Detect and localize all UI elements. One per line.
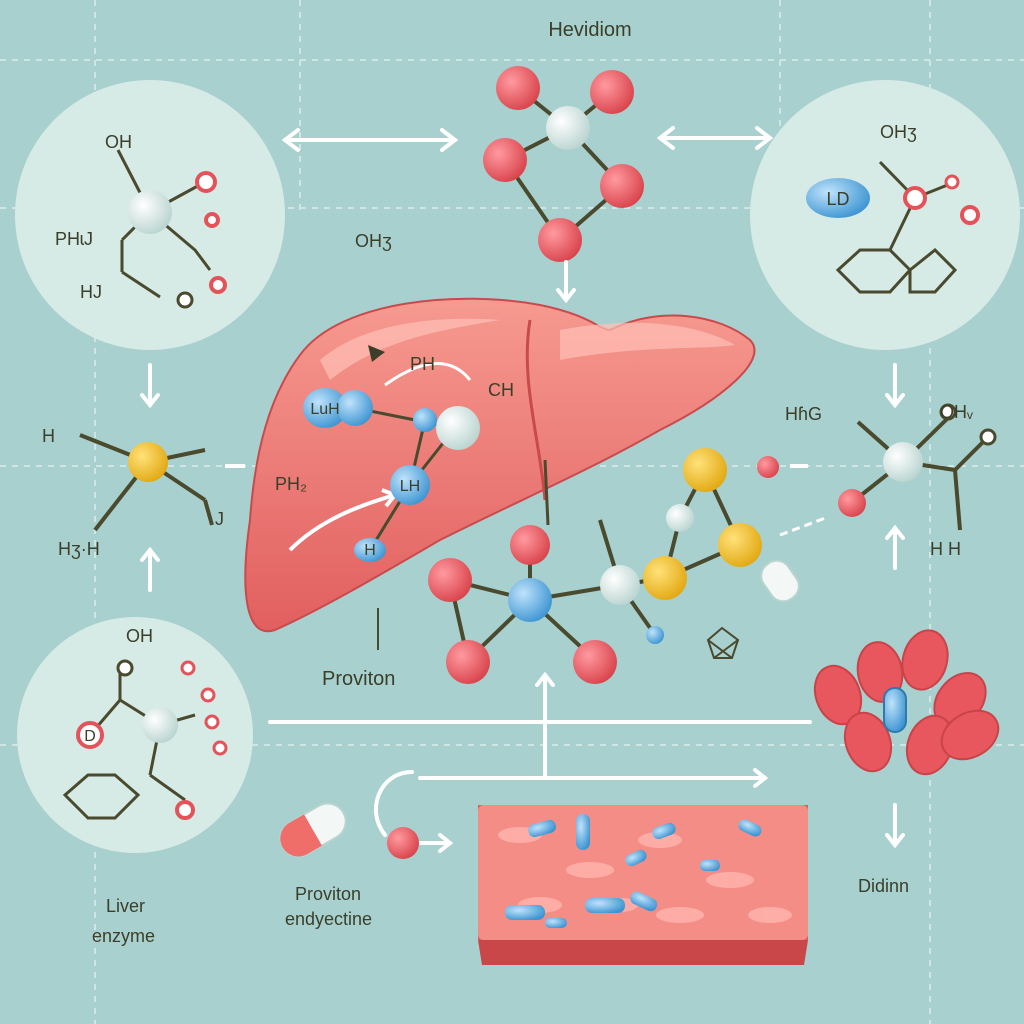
molecule-label: HJ <box>80 282 102 302</box>
molecule-label: OHᵥ <box>940 402 973 422</box>
molecule-label: OHʒ <box>880 122 917 142</box>
nitrogen-atom <box>806 178 870 218</box>
oxygen-atom <box>116 659 134 677</box>
atom-label: LH <box>400 478 420 495</box>
caption-enzyme: enzyme <box>92 926 155 946</box>
caption-didinn: Didinn <box>858 876 909 896</box>
molecule-label: HɦG <box>785 404 822 424</box>
oxygen-atom <box>573 640 617 684</box>
molecule-label: Hʒ·H <box>58 539 100 559</box>
molecule-label: J <box>215 509 224 529</box>
oxygen-atom <box>939 403 957 421</box>
oxygen-atom <box>538 218 582 262</box>
molecule-label: H <box>42 426 55 446</box>
capsule <box>883 687 907 733</box>
molecule-label: H H <box>930 539 961 559</box>
carbon-atom <box>883 442 923 482</box>
oxygen-atom <box>903 186 927 210</box>
carbon-atom <box>128 190 172 234</box>
oxygen-atom <box>212 740 228 756</box>
oxygen-atom <box>600 164 644 208</box>
atom-label: D <box>84 728 96 745</box>
nitrogen-atom <box>646 626 664 644</box>
caption-liver: Liver <box>106 896 145 916</box>
top-molecule <box>483 66 644 304</box>
oxygen-atom <box>757 456 779 478</box>
side-arrows <box>140 363 905 849</box>
liver-organ: PH CH PH₂ LuH LH H <box>244 297 756 633</box>
oxygen-atom <box>446 640 490 684</box>
nitrogen-atom <box>354 538 386 562</box>
liver-label-ch: CH <box>488 380 514 400</box>
pill-capsule <box>279 802 347 858</box>
tissue-slab <box>478 805 808 965</box>
molecule-label: OH <box>126 626 153 646</box>
oxygen-atom <box>979 428 997 446</box>
atom-label: H <box>364 542 376 559</box>
top-title: Hevidiom <box>548 19 631 41</box>
oxygen-atom <box>496 66 540 110</box>
top-double-arrow-right <box>656 126 774 150</box>
molecule-mid-right: HɦG OHᵥ H H <box>785 402 997 559</box>
atom-label: LuH <box>310 401 339 418</box>
molecule-top-left: OH PHɩJ HJ <box>15 80 285 350</box>
nitrogen-atom <box>413 408 437 432</box>
oxygen-atom <box>209 276 227 294</box>
oxygen-atom <box>838 489 866 517</box>
molecule-bottom-left: D OH <box>17 617 253 853</box>
small-ring-icon <box>706 626 740 659</box>
atom-label: LD <box>826 189 849 209</box>
carbon-atom <box>666 504 694 532</box>
liver-label-ph: PH <box>410 354 435 374</box>
nitrogen-atom <box>337 390 373 426</box>
carbon-atom <box>436 406 480 450</box>
molecule-top-right: LD OHʒ <box>750 80 1020 350</box>
carbon-atom <box>546 106 590 150</box>
capsule <box>760 559 800 603</box>
oxygen-atom <box>180 660 196 676</box>
oxygen-atom <box>195 171 217 193</box>
molecule-label: PHɩJ <box>55 229 93 249</box>
caption-proviton: Proviton <box>295 884 361 904</box>
center-caption: Proviton <box>322 668 395 690</box>
oxygen-atom <box>176 291 194 309</box>
central-molecule <box>377 448 829 684</box>
red-blood-cells <box>813 629 1000 776</box>
oxygen-atom <box>510 525 550 565</box>
molecule-mid-left: H Hʒ·H J <box>42 426 224 559</box>
oxygen-atom <box>204 714 220 730</box>
carbon-atom <box>142 707 178 743</box>
oxygen-atom <box>76 721 104 749</box>
oxygen-atom <box>428 558 472 602</box>
oxygen-atom <box>483 138 527 182</box>
top-double-arrow-left <box>281 128 459 152</box>
carbon-atom <box>600 565 640 605</box>
oxygen-atom <box>204 212 220 228</box>
oxygen-atom <box>175 800 195 820</box>
oxygen-atom <box>387 827 419 859</box>
oxygen-atom <box>200 687 216 703</box>
nitrogen-atom <box>508 578 552 622</box>
caption-endyectine: endyectine <box>285 909 372 929</box>
molecule-label: OH <box>105 132 132 152</box>
center-formula: OHʒ <box>355 231 392 251</box>
oxygen-atom <box>944 174 960 190</box>
nitrogen-atom <box>303 388 347 428</box>
nitrogen-atom <box>390 465 430 505</box>
connector-lines <box>268 671 812 853</box>
sulfur-atom <box>718 523 762 567</box>
sulfur-atom <box>128 442 168 482</box>
sulfur-atom <box>683 448 727 492</box>
sulfur-atom <box>643 556 687 600</box>
oxygen-atom <box>960 205 980 225</box>
liver-label-ph2: PH₂ <box>275 474 307 494</box>
oxygen-atom <box>590 70 634 114</box>
